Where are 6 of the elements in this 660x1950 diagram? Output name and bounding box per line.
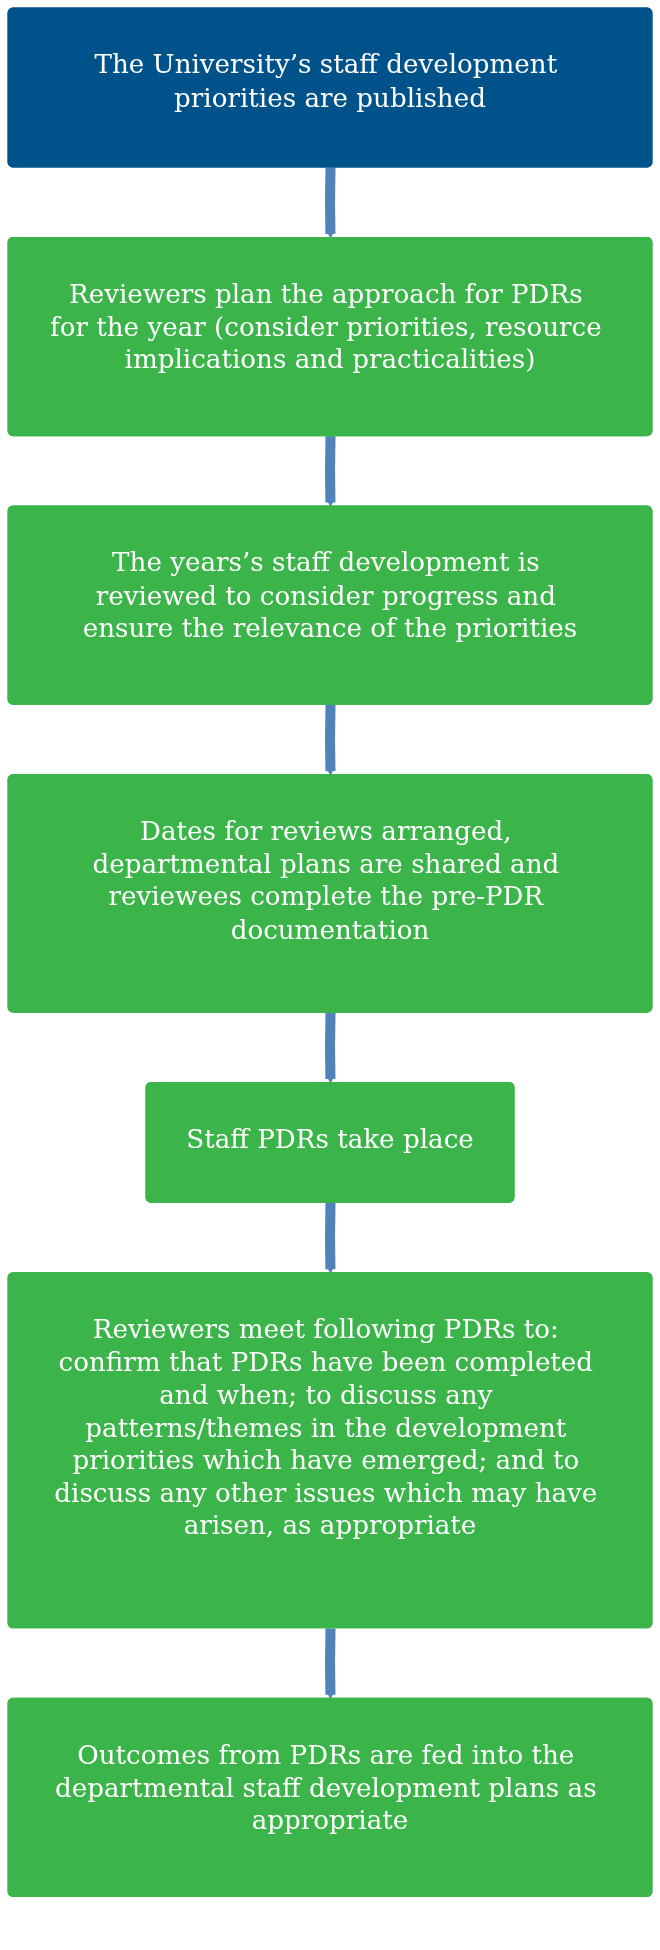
- arrow: [324, 1628, 336, 1700]
- arrow: [324, 704, 336, 776]
- arrow: [324, 1012, 336, 1084]
- arrow: [324, 167, 336, 239]
- arrow: [324, 436, 336, 507]
- arrow: [324, 1202, 336, 1274]
